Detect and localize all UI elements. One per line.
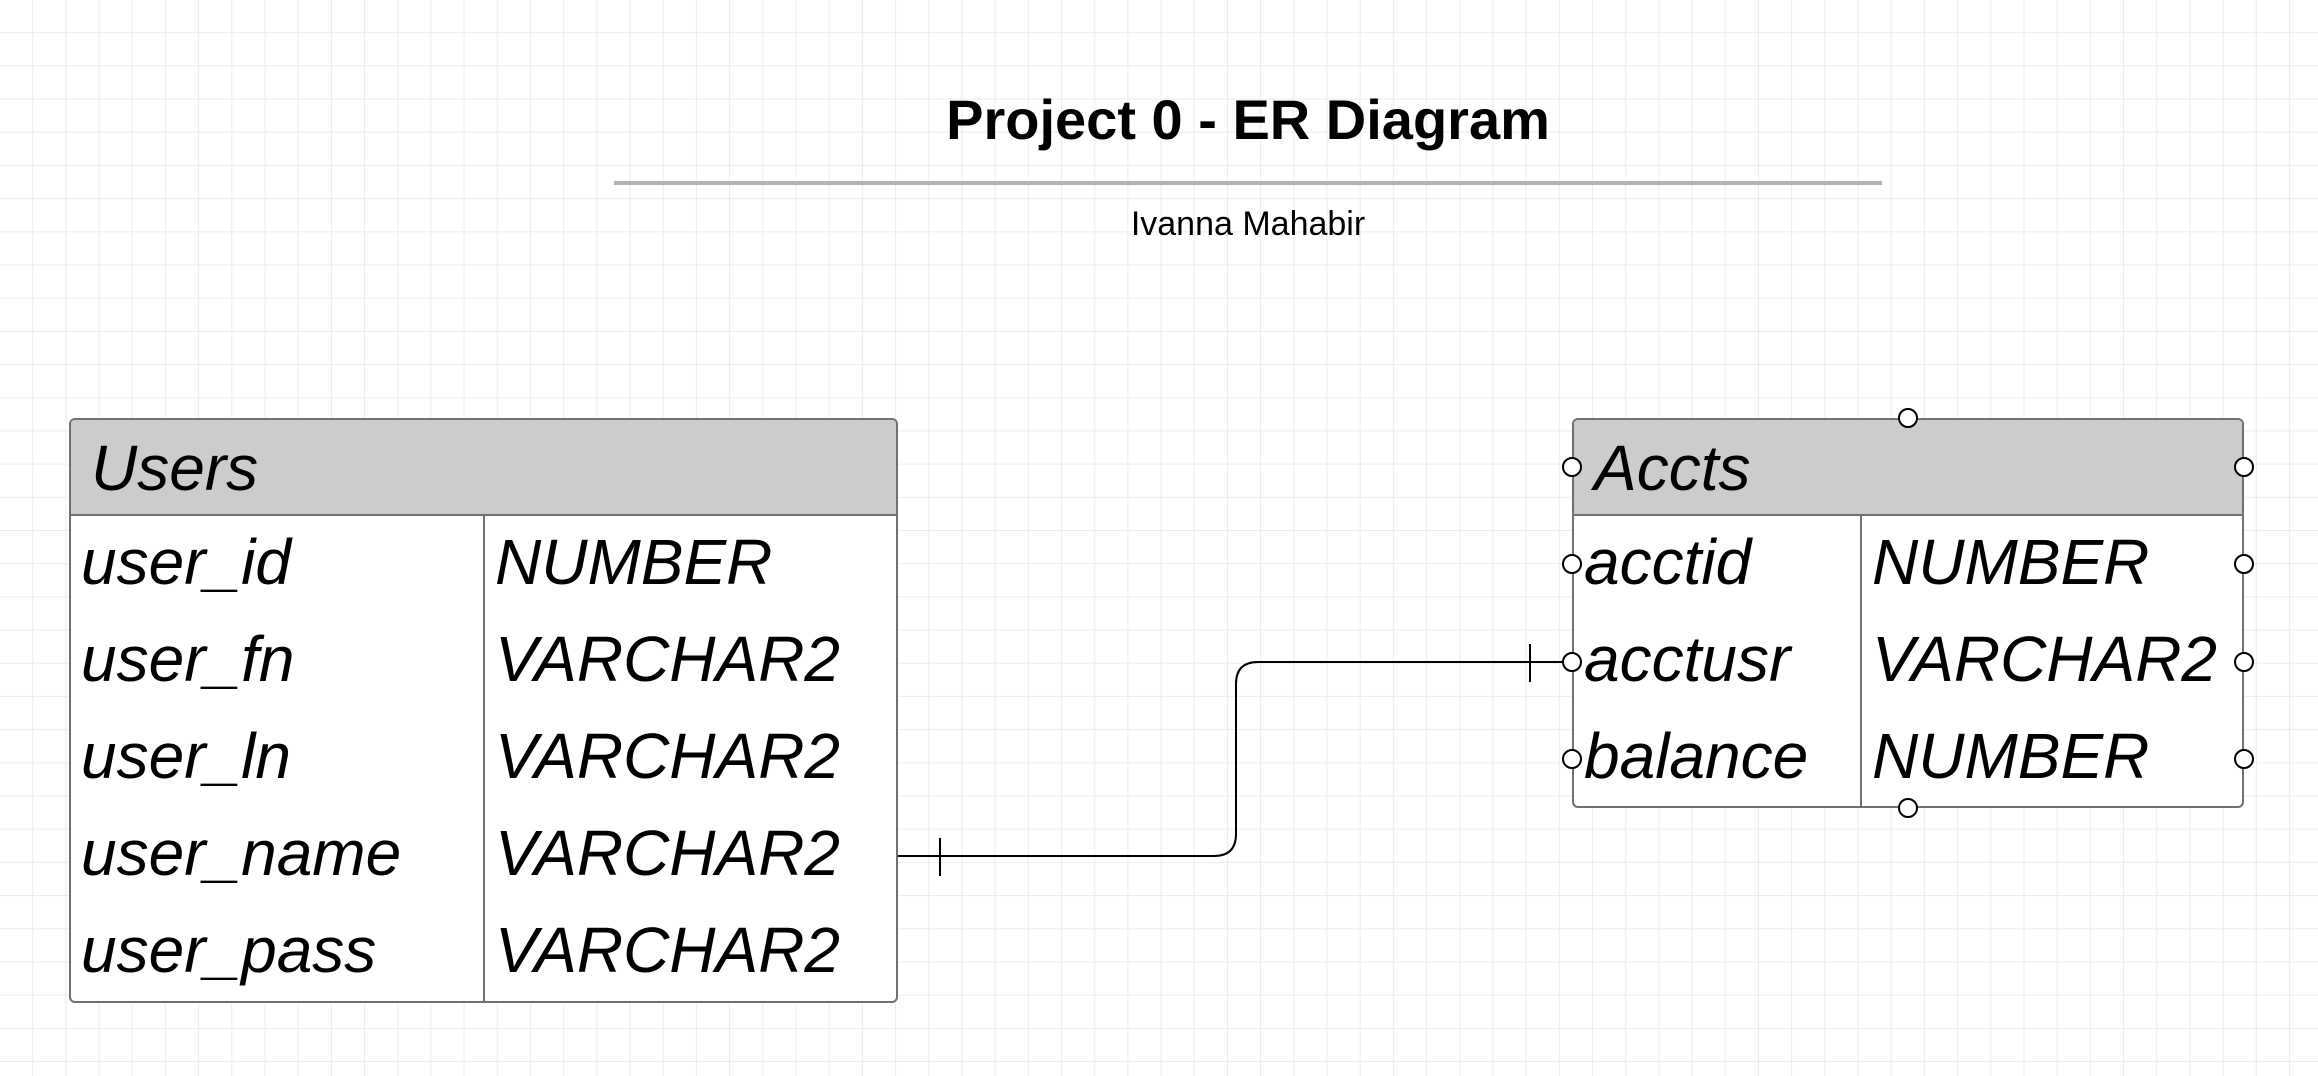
field-name: user_name: [81, 817, 402, 889]
selection-handles[interactable]: [1562, 408, 2254, 818]
field-name: user_fn: [81, 623, 295, 695]
handle-bottom[interactable]: [1898, 798, 1918, 818]
handle-right-row[interactable]: [2234, 749, 2254, 769]
entity-users[interactable]: Users user_id NUMBER user_fn VARCHAR2 us…: [69, 418, 898, 1003]
field-name: user_pass: [81, 914, 377, 986]
entity-accts-header[interactable]: Accts: [1574, 420, 2242, 516]
relationship-connector[interactable]: [898, 661, 1572, 857]
entity-users-column-divider: [483, 516, 485, 1001]
entity-accts-column-divider: [1860, 516, 1862, 806]
handle-right-header[interactable]: [2234, 457, 2254, 477]
title-divider: [614, 181, 1882, 185]
handle-top[interactable]: [1898, 408, 1918, 428]
field-type: NUMBER: [1872, 720, 2150, 792]
entity-accts-name: Accts: [1594, 432, 1751, 504]
entity-users-name: Users: [91, 432, 259, 504]
handle-right-row[interactable]: [2234, 554, 2254, 574]
field-type: VARCHAR2: [495, 817, 840, 889]
field-type: VARCHAR2: [495, 720, 840, 792]
handle-left-header[interactable]: [1562, 457, 1582, 477]
entity-users-header[interactable]: Users: [71, 420, 896, 516]
field-type: NUMBER: [495, 526, 773, 598]
field-name: user_id: [81, 526, 291, 598]
handle-left-row[interactable]: [1562, 554, 1582, 574]
field-name: acctusr: [1584, 623, 1791, 695]
field-name: user_ln: [81, 720, 291, 792]
field-type: VARCHAR2: [495, 914, 840, 986]
field-name: acctid: [1584, 526, 1752, 598]
diagram-title: Project 0 - ER Diagram: [946, 88, 1550, 151]
field-type: VARCHAR2: [1872, 623, 2217, 695]
handle-right-row[interactable]: [2234, 652, 2254, 672]
field-type: NUMBER: [1872, 526, 2150, 598]
field-name: balance: [1584, 720, 1809, 792]
handle-left-row[interactable]: [1562, 652, 1582, 672]
field-type: VARCHAR2: [495, 623, 840, 695]
handle-left-row[interactable]: [1562, 749, 1582, 769]
diagram-author: Ivanna Mahabir: [1130, 205, 1366, 243]
